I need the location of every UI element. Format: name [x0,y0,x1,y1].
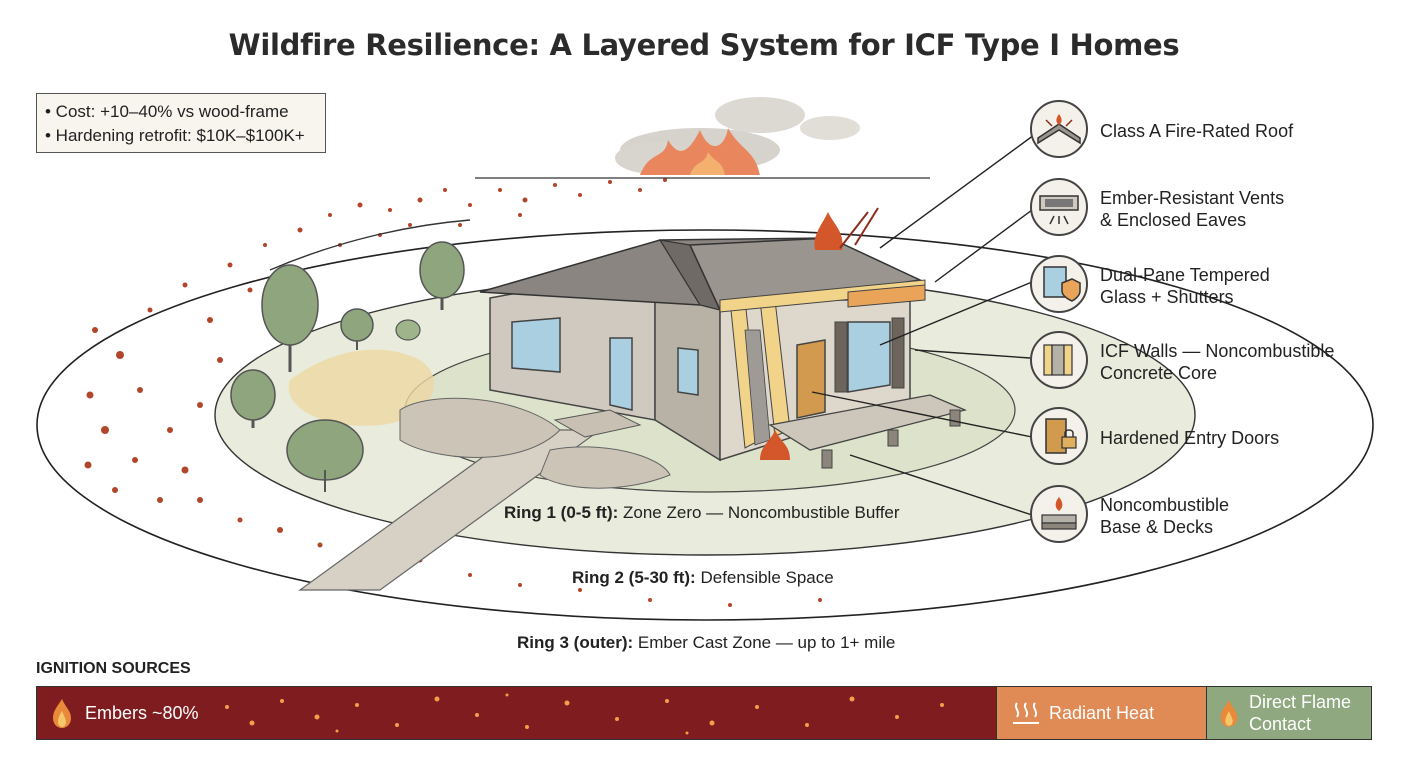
ignition-sources-title: IGNITION SOURCES [36,660,191,677]
segment-label: Radiant Heat [1049,703,1155,723]
door-lock-icon [1030,407,1088,465]
ring-3-outline [36,229,1374,621]
feature-entry-doors: Hardened Entry Doors [1030,407,1400,469]
base-deck-icon [1030,485,1088,543]
house-scene-illustration [36,97,1374,621]
ring-2-desc: Defensible Space [695,568,834,587]
distant-fire [615,97,860,175]
feature-label: Dual-Pane Tempered Glass + Shutters [1100,265,1270,307]
feature-label: Ember-Resistant Vents & Enclosed Eaves [1100,188,1285,230]
ring-3-name: Ring 3 (outer): [517,633,634,652]
segment-direct-flame: Direct Flame Contact [1207,687,1371,739]
retrofit-cost-line: • Hardening retrofit: $10K–$100K+ [45,126,305,145]
flame-icon [1220,700,1238,727]
ring-2-name: Ring 2 (5-30 ft): [572,568,696,587]
roof-fire-icon [1030,100,1088,158]
feature-label: ICF Walls — Noncombustible Concrete Core [1100,341,1335,383]
segment-embers: Embers ~80% [37,687,997,739]
flame-icon [53,699,71,728]
vent-icon [1030,178,1088,236]
ring-1-desc: Zone Zero — Noncombustible Buffer [618,503,900,522]
segment-radiant-heat: Radiant Heat [997,687,1207,739]
ember-sparks [225,693,944,735]
trees [230,241,465,492]
ring-3-desc: Ember Cast Zone — up to 1+ mile [633,633,896,652]
cost-line: • Cost: +10–40% vs wood-frame [45,102,289,121]
cost-note-box: • Cost: +10–40% vs wood-frame • Hardenin… [36,93,326,153]
ring-1-name: Ring 1 (0-5 ft): [504,503,619,522]
ground-flame [760,430,790,460]
sand-patch [288,349,435,426]
leader-lines [811,134,1035,516]
window-shield-icon [1030,255,1088,313]
feature-label: Class A Fire-Rated Roof [1100,121,1294,141]
ring-2-label: Ring 2 (5-30 ft): Defensible Space [572,568,834,588]
ring-3-label: Ring 3 (outer): Ember Cast Zone — up to … [517,633,895,653]
feature-class-a-roof: Class A Fire-Rated Roof [1030,100,1400,162]
ignition-sources-bar: Embers ~80% Radiant Heat Direct Flame Co… [36,686,1372,740]
roof-ember-fire [814,207,879,250]
icf-wall-icon [1030,331,1088,389]
feature-label: Noncombustible Base & Decks [1100,495,1230,537]
feature-icf-walls: ICF Walls — Noncombustible Concrete Core [1030,331,1400,393]
ring-1-label: Ring 1 (0-5 ft): Zone Zero — Noncombusti… [504,503,900,523]
segment-label: Embers ~80% [85,703,199,723]
feature-tempered-glass: Dual-Pane Tempered Glass + Shutters [1030,255,1400,317]
feature-base-decks: Noncombustible Base & Decks [1030,485,1400,547]
wind-line [269,219,471,271]
page-title: Wildfire Resilience: A Layered System fo… [228,28,1180,62]
segment-label: Direct Flame Contact [1249,692,1352,734]
house [479,237,968,469]
feature-vents-eaves: Ember-Resistant Vents & Enclosed Eaves [1030,178,1400,240]
feature-label: Hardened Entry Doors [1100,428,1280,448]
heat-waves-icon [1013,702,1039,724]
